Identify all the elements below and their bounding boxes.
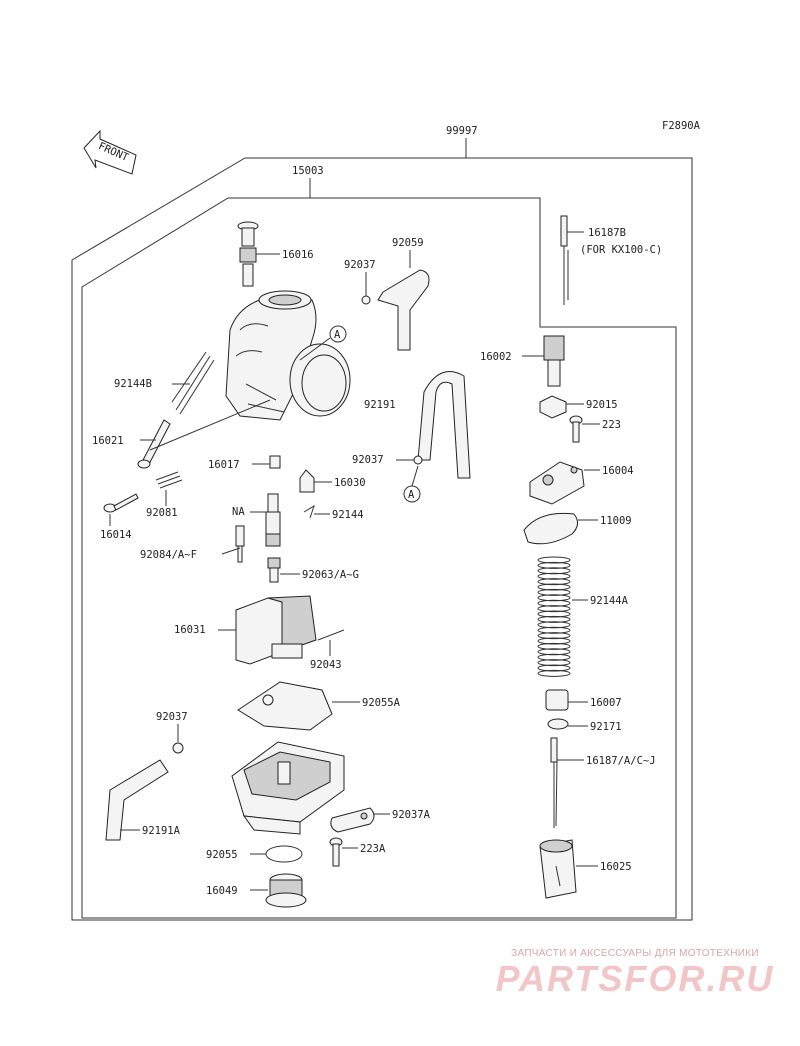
assembly-frame [71, 157, 693, 921]
part-16007 [545, 689, 569, 711]
part-92037-mid [413, 455, 423, 465]
label-92059: 92059 [392, 237, 424, 249]
label-92081: 92081 [146, 507, 178, 519]
label-92191: 92191 [364, 399, 396, 411]
part-92144B [171, 351, 215, 415]
ref-marker-a-mid: A [408, 489, 415, 501]
label-16021: 16021 [92, 435, 124, 447]
label-16002: 16002 [480, 351, 512, 363]
part-16016 [237, 221, 259, 287]
label-11009: 11009 [600, 515, 632, 527]
front-arrow-icon: FRONT [83, 129, 137, 175]
watermark-tagline: ЗАПЧАСТИ И АКСЕССУАРЫ ДЛЯ МОТОТЕХНИКИ [511, 948, 759, 959]
part-223 [569, 415, 583, 443]
part-16002 [543, 335, 565, 387]
label-16030: 16030 [334, 477, 366, 489]
watermark: ЗАПЧАСТИ И АКСЕССУАРЫ ДЛЯ МОТОТЕХНИКИ PA… [480, 948, 790, 999]
part-16049 [265, 873, 307, 908]
watermark-logo: PARTSFOR.RU [495, 958, 775, 999]
part-92037A [330, 807, 375, 833]
label-99997: 99997 [446, 125, 478, 137]
label-16049: 16049 [206, 885, 238, 897]
float-bowl [231, 741, 345, 835]
label-92055: 92055 [206, 849, 238, 861]
part-16017 [269, 455, 281, 469]
label-92191A: 92191A [142, 825, 181, 837]
part-needle-jet [265, 493, 281, 547]
part-92144 [303, 504, 315, 519]
figure-code: F2890A [662, 120, 701, 132]
part-92055 [265, 845, 303, 863]
part-92037-top [361, 295, 371, 305]
part-92037-bottom [172, 742, 184, 754]
part-92081 [155, 471, 183, 489]
part-16021 [137, 419, 171, 469]
part-223A [329, 837, 343, 867]
label-16007: 16007 [590, 697, 622, 709]
label-16031: 16031 [174, 624, 206, 636]
label-92037-top: 92037 [344, 259, 376, 271]
part-92084 [235, 525, 245, 563]
part-16187 [550, 737, 558, 828]
part-92059 [377, 269, 430, 351]
part-16187B [560, 215, 569, 305]
label-16004: 16004 [602, 465, 634, 477]
label-15003: 15003 [292, 165, 324, 177]
ref-marker-a-top: A [334, 329, 341, 341]
label-92084: 92084/A~F [140, 549, 197, 561]
label-92171: 92171 [590, 721, 622, 733]
carburetor-frame [81, 197, 677, 919]
label-92055A: 92055A [362, 697, 401, 709]
part-92063 [267, 557, 281, 583]
label-92015: 92015 [586, 399, 618, 411]
label-223A: 223A [360, 843, 386, 855]
part-16025 [539, 839, 577, 899]
part-11009 [523, 512, 578, 545]
label-NA: NA [232, 506, 245, 518]
label-16014: 16014 [100, 529, 132, 541]
part-16014 [103, 493, 139, 513]
part-16031 [235, 595, 317, 665]
label-16187: 16187/A/C~J [586, 755, 656, 767]
label-92144B: 92144B [114, 378, 152, 390]
label-92063: 92063/A~G [302, 569, 359, 581]
part-92191A [105, 759, 169, 841]
label-16016: 16016 [282, 249, 314, 261]
part-92191 [417, 371, 471, 479]
part-16004 [529, 461, 585, 505]
label-16187B: 16187B [588, 227, 626, 239]
carburetor-body [225, 290, 351, 421]
label-223: 223 [602, 419, 621, 431]
label-92144: 92144 [332, 509, 364, 521]
label-92037A: 92037A [392, 809, 431, 821]
label-92144A: 92144A [590, 595, 629, 607]
label-16187B-note: (FOR KX100-C) [580, 244, 662, 256]
label-16017: 16017 [208, 459, 240, 471]
label-92037-mid: 92037 [352, 454, 384, 466]
label-16025: 16025 [600, 861, 632, 873]
part-92171 [547, 718, 569, 730]
part-92144A [537, 556, 571, 677]
label-92043: 92043 [310, 659, 342, 671]
part-92015 [539, 395, 567, 419]
part-16030 [299, 469, 315, 493]
part-92043 [317, 629, 345, 641]
part-92055A [237, 681, 333, 731]
label-92037-bottom: 92037 [156, 711, 188, 723]
